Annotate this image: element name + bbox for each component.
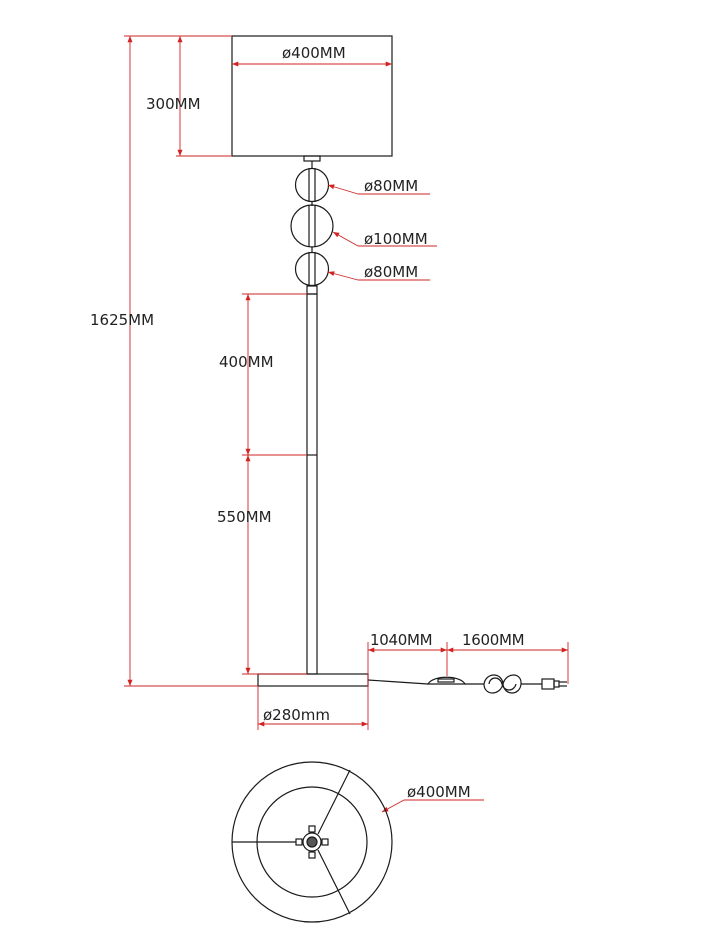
ball-middle-label: ø100MM [364,230,428,248]
switch-to-plug-label: 1600MM [462,631,524,649]
shade-hub [295,825,329,859]
power-cord [367,679,429,685]
lamp-pole [306,293,318,675]
ball-top-label: ø80MM [364,177,418,195]
ball-bottom-label: ø80MM [364,263,418,281]
dimension-labels: ø400MM 300MM 1625MM ø80MM ø100MM ø80MM 4… [90,44,525,801]
pole-upper-label: 400MM [219,353,274,371]
base-diameter-label: ø280mm [263,706,330,724]
shade-neck [303,155,321,162]
shade-height-label: 300MM [146,95,201,113]
top-view-diameter-label: ø400MM [407,783,471,801]
foot-switch [426,676,467,685]
decor-ball-middle [290,204,334,248]
lamp-base [257,673,369,687]
cord-to-switch-label: 1040MM [370,631,432,649]
plug [541,678,567,690]
decor-ball-top [294,167,330,203]
decor-ball-bottom [294,251,330,287]
total-height-label: 1625MM [90,311,154,329]
lamp-top-view [231,761,393,923]
pole-lower-label: 550MM [217,508,272,526]
pole-coupling [306,285,318,295]
lamp-front-view [231,35,567,694]
dimension-lines [124,35,569,813]
shade-diameter-label: ø400MM [282,44,346,62]
